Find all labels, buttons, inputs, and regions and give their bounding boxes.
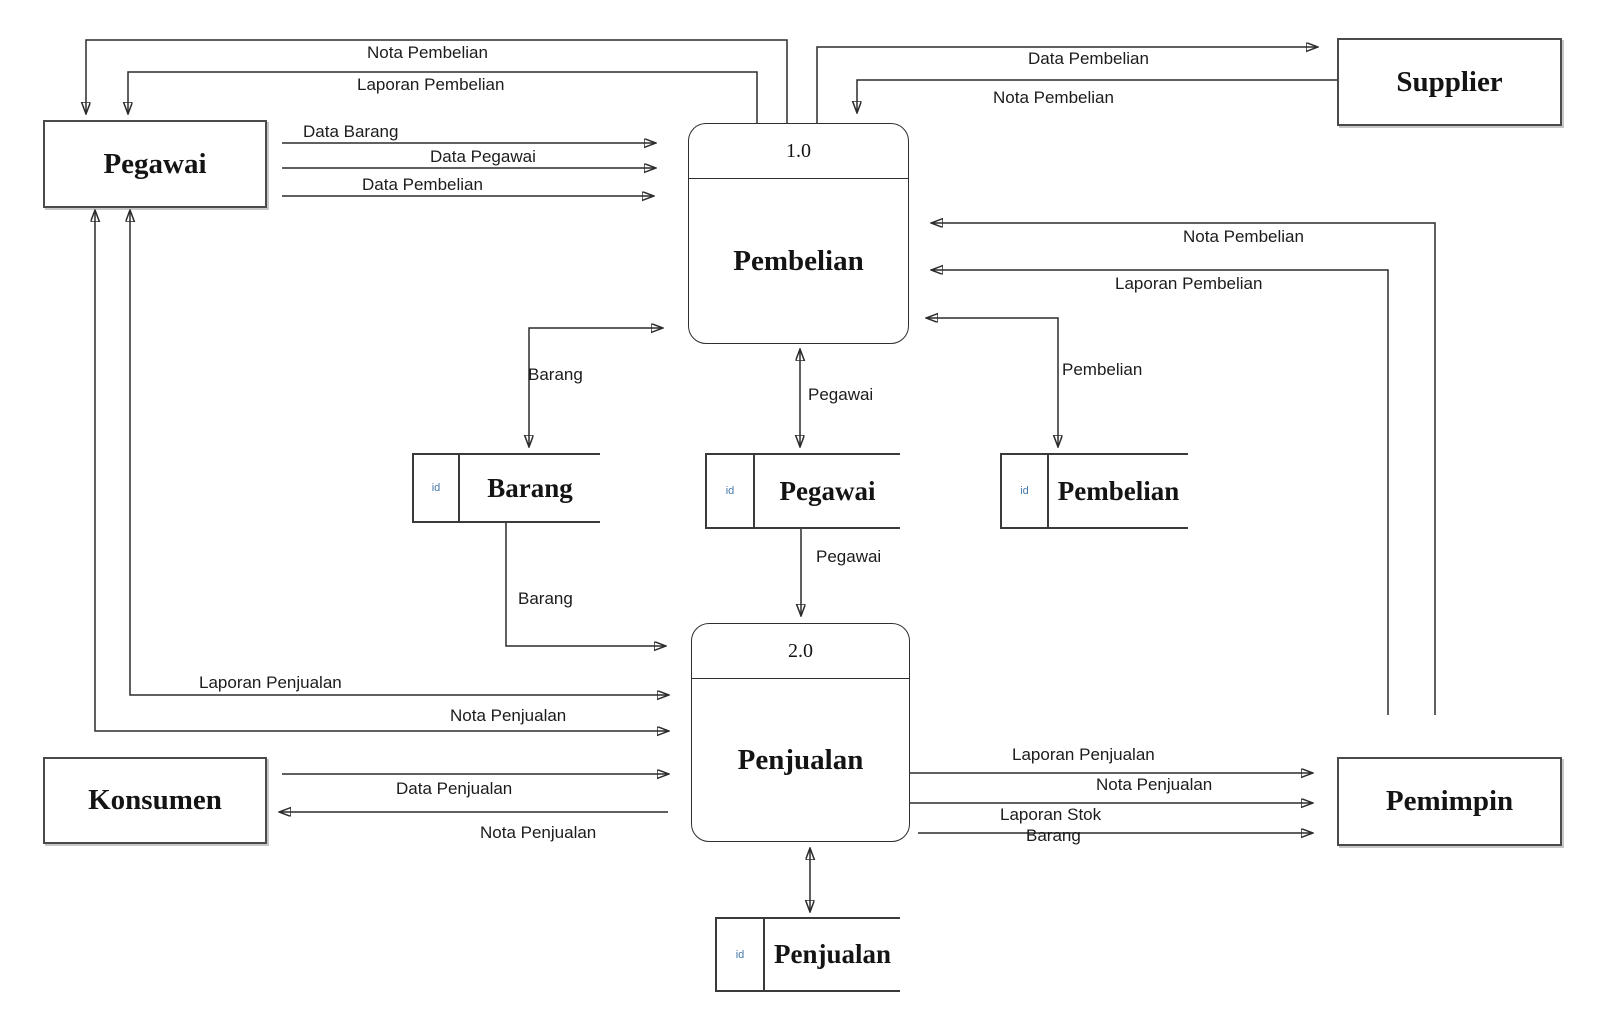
datastore-pembelian-title: Pembelian <box>1057 475 1180 506</box>
flow-label-data-pegawai: Data Pegawai <box>430 147 536 166</box>
entity-pegawai: Pegawai <box>43 120 267 208</box>
process-penjualan-number: 2.0 <box>692 624 909 679</box>
datastore-pegawai-id: id <box>705 455 755 527</box>
datastore-pembelian: id Pembelian <box>1000 453 1188 529</box>
flow-label-laporan-pembelian-pegawai: Laporan Pembelian <box>357 75 505 94</box>
entity-konsumen-label: Konsumen <box>88 784 222 816</box>
flow-nota-pembelian-from-pemimpin <box>932 223 1436 715</box>
flow-label-laporan-pembelian-pemimpin: Laporan Pembelian <box>1115 274 1263 293</box>
entity-pemimpin: Pemimpin <box>1337 757 1562 846</box>
flow-label-pembelian-store: Pembelian <box>1062 360 1143 379</box>
flow-label-data-barang: Data Barang <box>303 122 399 141</box>
flow-label-data-pembelian-supplier: Data Pembelian <box>1028 49 1149 68</box>
flow-label-laporan-stok-barang: Barang <box>1026 826 1081 845</box>
flow-nota-penjualan-to-penjualan <box>95 211 668 731</box>
flow-label-pegawai-store-penjualan: Pegawai <box>816 547 882 566</box>
process-pembelian-title: Pembelian <box>733 245 864 277</box>
flow-laporan-pembelian-from-pemimpin <box>932 270 1389 715</box>
entity-pegawai-label: Pegawai <box>103 147 207 180</box>
flow-label-laporan-penjualan-pemimpin: Laporan Penjualan <box>1012 745 1155 764</box>
flow-label-nota-penjualan-pemimpin: Nota Penjualan <box>1096 775 1213 794</box>
process-penjualan-title: Penjualan <box>737 744 864 776</box>
flow-nota-pembelian-from-supplier <box>857 79 1337 112</box>
datastore-barang: id Barang <box>412 453 600 523</box>
datastore-pegawai-title: Pegawai <box>779 475 876 506</box>
datastore-penjualan: id Penjualan <box>715 917 900 992</box>
process-pembelian: 1.0 Pembelian <box>688 123 909 344</box>
flow-label-nota-penjualan-konsumen: Nota Penjualan <box>480 823 597 842</box>
flow-label-barang-store-penjualan: Barang <box>518 589 573 608</box>
datastore-pembelian-id: id <box>1000 455 1049 527</box>
flow-label-laporan-penjualan: Laporan Penjualan <box>199 673 342 692</box>
flow-barang-store-to-penjualan <box>505 519 665 646</box>
flow-label-nota-pembelian-pegawai: Nota Pembelian <box>367 43 488 62</box>
flow-label-data-penjualan: Data Penjualan <box>396 779 513 798</box>
datastore-barang-title: Barang <box>487 472 573 503</box>
entity-supplier-label: Supplier <box>1396 65 1503 98</box>
entity-pemimpin-label: Pemimpin <box>1385 785 1514 817</box>
flow-barang-store <box>529 328 662 446</box>
datastore-penjualan-id: id <box>715 919 765 990</box>
flow-label-nota-pembelian-supplier: Nota Pembelian <box>993 88 1114 107</box>
entity-supplier: Supplier <box>1337 38 1562 126</box>
flow-label-pegawai-store: Pegawai <box>808 385 874 404</box>
entity-konsumen: Konsumen <box>43 757 267 844</box>
flow-label-nota-pembelian-pemimpin: Nota Pembelian <box>1183 227 1304 246</box>
datastore-penjualan-title: Penjualan <box>773 939 892 969</box>
datastore-barang-id: id <box>412 455 460 521</box>
process-pembelian-number: 1.0 <box>689 124 908 179</box>
flow-nota-pembelian-to-pegawai <box>86 39 788 123</box>
process-penjualan: 2.0 Penjualan <box>691 623 910 842</box>
flow-label-data-pembelian: Data Pembelian <box>362 175 483 194</box>
flow-data-pembelian-to-supplier <box>816 47 1317 123</box>
flow-label-laporan-stok: Laporan Stok <box>1000 805 1102 824</box>
flow-label-barang-store: Barang <box>528 365 583 384</box>
flow-laporan-pembelian-to-pegawai <box>128 71 758 123</box>
flow-pembelian-store <box>927 318 1058 446</box>
flow-label-nota-penjualan: Nota Penjualan <box>450 706 567 725</box>
datastore-pegawai: id Pegawai <box>705 453 900 529</box>
